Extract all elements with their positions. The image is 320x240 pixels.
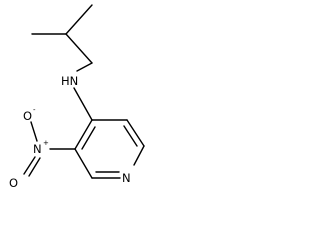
nitro-group [23, 121, 76, 177]
nitro-o-minus-charge: - [33, 106, 36, 114]
nitro-n-charge: + [43, 139, 49, 147]
ring-bond-c3-c4-inner [81, 126, 96, 150]
nitro-n-label: N [33, 142, 42, 156]
pyridine-ring [74, 119, 145, 179]
amine-nh-label: HN [61, 74, 78, 88]
isobutyl-group [31, 4, 93, 72]
bond-nitro-n-o-double [28, 157, 41, 177]
bond-nitro-n-o [23, 156, 36, 175]
bond-nitro-n-o-minus [30, 121, 38, 142]
ring-bond-c5-c6 [126, 119, 145, 147]
ring-bond-c2-c3 [74, 148, 93, 179]
nitro-o-minus-label: O [23, 109, 32, 123]
bond-nh-ring [73, 87, 93, 121]
ring-bond-c5-c6-inner [123, 125, 138, 147]
bond-ch-ch2 [65, 33, 93, 64]
nitro-o-label: O [9, 176, 18, 190]
chemical-structure: HN O - N + O N [9, 4, 145, 190]
ring-bond-c3-c4 [74, 119, 93, 150]
pyridine-n-label: N [122, 171, 131, 185]
bond-ch-ch3-b [65, 4, 93, 35]
ring-bond-c6-n [133, 145, 145, 166]
bond-ch2-nh [76, 62, 93, 72]
